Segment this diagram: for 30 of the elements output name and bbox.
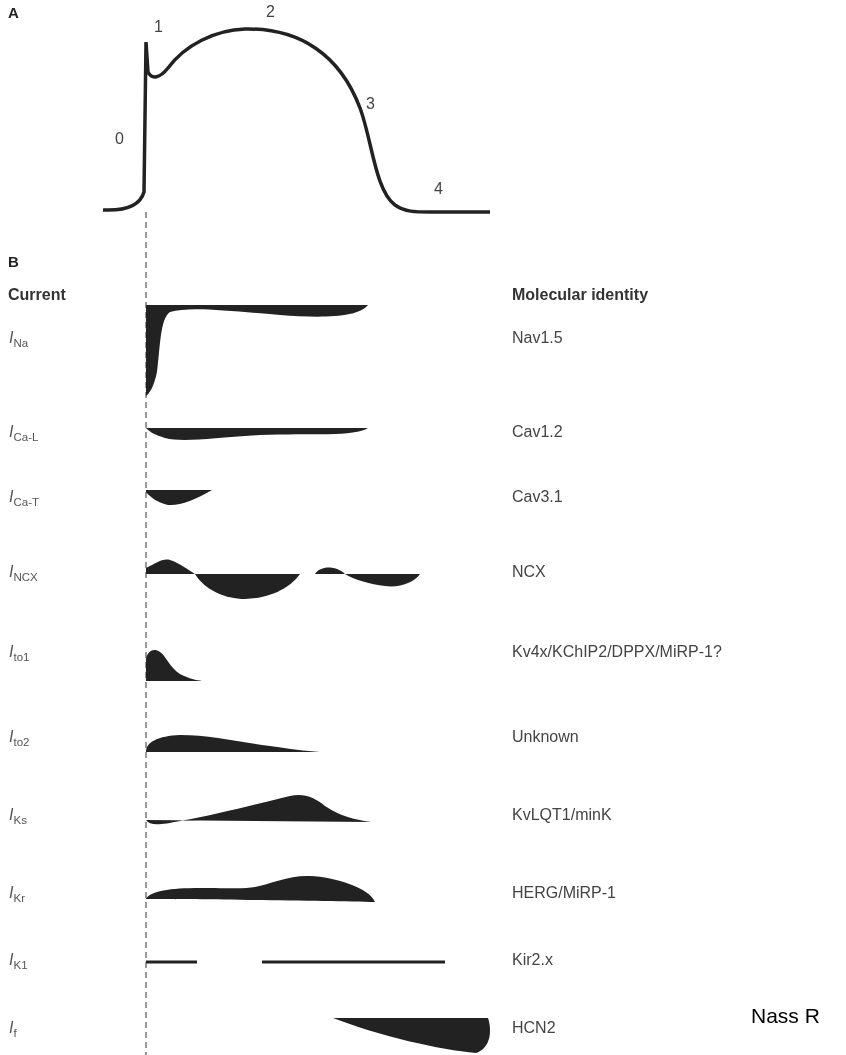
molecular-identity: HCN2 <box>512 1019 556 1038</box>
phase-number: 3 <box>366 95 375 114</box>
current-name: I$_{Ks}$ <box>9 806 27 828</box>
current-name: I$_{Na}$ <box>9 329 29 351</box>
current-name: I$_{K1}$ <box>9 951 28 973</box>
molecular-identity: Unknown <box>512 728 579 747</box>
current-name: I$_{Ca-L}$ <box>9 423 39 445</box>
phase-number: 4 <box>434 180 443 199</box>
panel-letter: A <box>8 4 19 22</box>
molecular-identity: Cav1.2 <box>512 423 563 442</box>
molecular-identity: KvLQT1/minK <box>512 806 612 825</box>
phase-number: 1 <box>154 18 163 37</box>
molecular-identity: Kir2.x <box>512 951 553 970</box>
column-header: Current <box>8 286 66 305</box>
molecular-identity: Kv4x/KChIP2/DPPX/MiRP-1? <box>512 643 722 662</box>
molecular-identity: Cav3.1 <box>512 488 563 507</box>
current-name: I$_{Kr}$ <box>9 884 25 906</box>
molecular-identity: HERG/MiRP-1 <box>512 884 616 903</box>
current-name: I$_{to1}$ <box>9 643 30 665</box>
column-header: Molecular identity <box>512 286 649 305</box>
molecular-identity: NCX <box>512 563 546 582</box>
phase-number: 0 <box>115 130 124 149</box>
current-name: I$_{f}$ <box>9 1019 17 1041</box>
current-name: I$_{NCX}$ <box>9 563 38 585</box>
phase-number: 2 <box>266 3 275 22</box>
panel-letter: B <box>8 253 19 271</box>
molecular-identity: Nav1.5 <box>512 329 563 348</box>
current-name: I$_{Ca-T}$ <box>9 488 40 510</box>
current-name: I$_{to2}$ <box>9 728 30 750</box>
author-credit: Nass R <box>751 1004 820 1029</box>
